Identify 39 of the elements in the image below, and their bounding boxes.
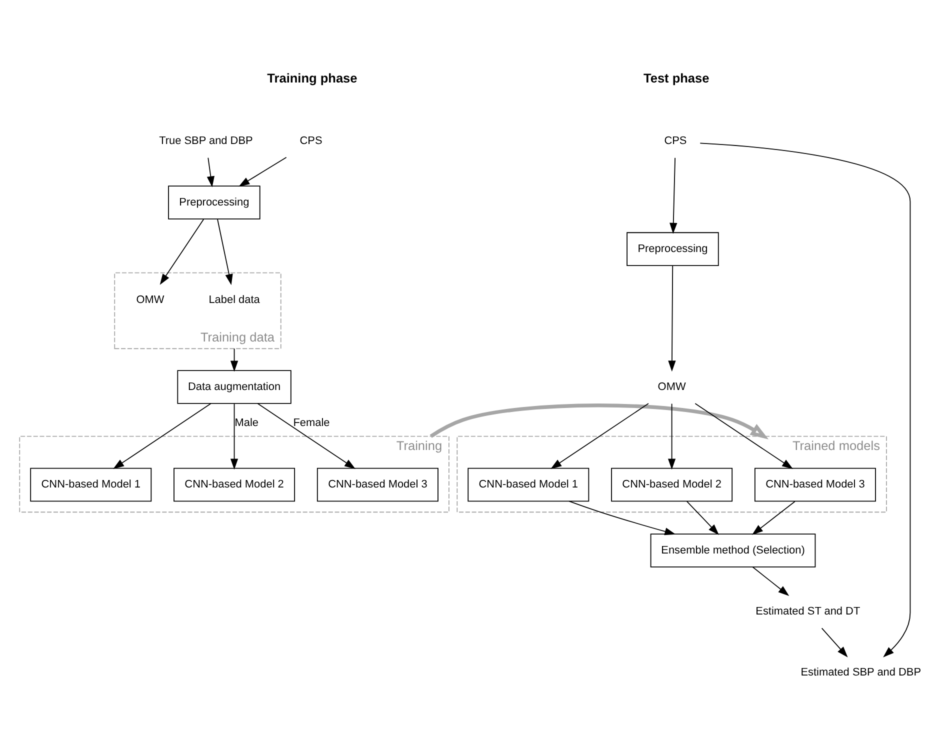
node-box: CNN-based Model 2 <box>174 468 296 502</box>
arrow <box>217 218 233 286</box>
node-text: CPS <box>664 135 687 148</box>
node-box: Ensemble method (Selection) <box>650 534 816 568</box>
node-box: CNN-based Model 3 <box>316 468 438 502</box>
arrow <box>430 404 769 440</box>
edge-label: Female <box>293 416 330 429</box>
node-text: Estimated ST and DT <box>756 606 860 618</box>
node-text: OMW <box>136 294 164 306</box>
node-box: Preprocessing <box>168 186 260 220</box>
arrow <box>257 403 356 469</box>
arrow <box>670 157 678 234</box>
arrow <box>694 403 794 469</box>
node-text: CPS <box>300 135 322 148</box>
node-text: OMW <box>658 380 686 393</box>
arrow <box>668 403 676 470</box>
arrow <box>821 628 848 658</box>
arrow <box>206 157 214 188</box>
arrow <box>230 348 238 372</box>
node-box: CNN-based Model 1 <box>468 468 590 502</box>
arrow <box>160 218 204 285</box>
node-box: Data augmentation <box>177 370 292 404</box>
node-text: Estimated SBP and DBP <box>800 666 922 679</box>
arrow <box>550 403 649 469</box>
arrow <box>752 566 790 596</box>
arrow <box>113 403 212 469</box>
label: Test phase <box>643 70 710 86</box>
label: Training phase <box>267 70 358 86</box>
arrow <box>700 142 911 658</box>
node-box: CNN-based Model 1 <box>30 468 152 502</box>
node-box: CNN-based Model 2 <box>611 468 733 502</box>
node-text: Label data <box>208 294 260 306</box>
arrow <box>238 156 287 187</box>
node-box: Preprocessing <box>626 232 719 266</box>
node-box: CNN-based Model 3 <box>754 468 876 502</box>
arrow <box>230 403 238 470</box>
node-text: True SBP and DBP <box>159 135 253 148</box>
arrow <box>668 265 676 372</box>
edge-label: Male <box>234 416 258 429</box>
